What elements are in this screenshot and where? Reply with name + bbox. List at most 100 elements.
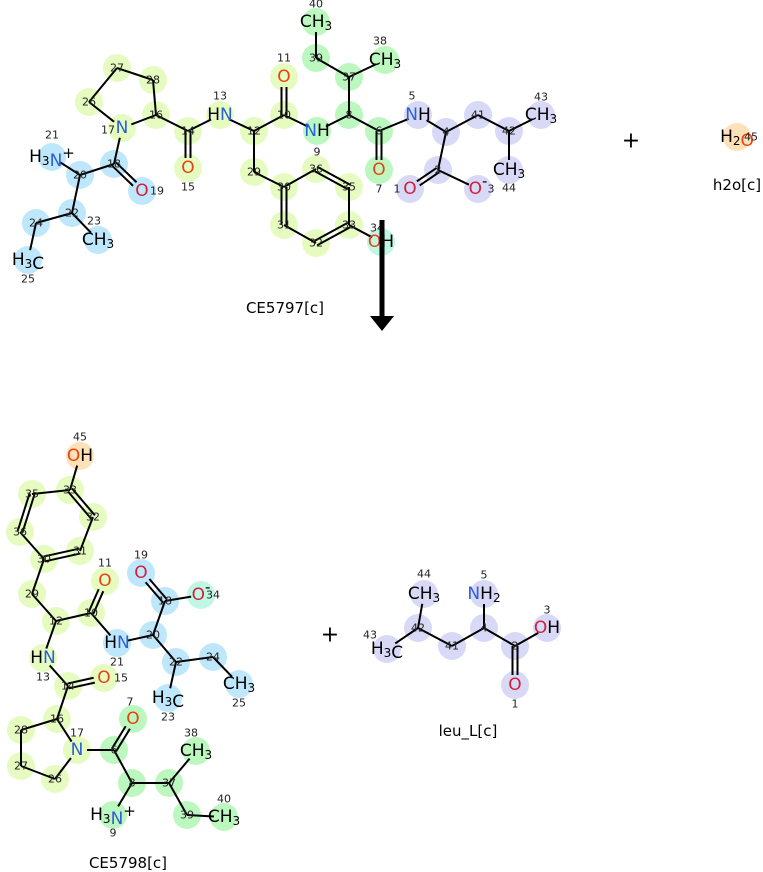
atom-number: 27 (110, 62, 124, 75)
double-bond (144, 578, 168, 604)
atom-label: O (277, 67, 290, 87)
atom-number: 40 (309, 0, 323, 11)
atom-number: 6 (376, 125, 383, 138)
double-bond (16, 492, 36, 534)
single-bond (348, 114, 380, 132)
atom-number: 36 (309, 163, 323, 176)
atom-number: 26 (48, 773, 62, 786)
single-bond (514, 632, 539, 647)
double-bond (511, 646, 519, 675)
double-bond (87, 588, 105, 615)
atom-highlight (63, 736, 91, 764)
single-bond (508, 118, 533, 132)
atom-number: 28 (146, 74, 160, 87)
single-bond (483, 627, 516, 647)
atom-number: 44 (502, 182, 516, 195)
atom-highlight (527, 101, 555, 129)
atom-number: 17 (70, 727, 84, 740)
atom-number: 34 (206, 589, 220, 602)
atom-label: HN (30, 648, 56, 668)
atom-number: 31 (73, 545, 87, 558)
atom-highlight (128, 177, 156, 205)
atom-number: 3 (488, 183, 495, 196)
atom-number: 9 (110, 827, 117, 840)
single-bond (348, 63, 377, 78)
atom-number: 29 (25, 588, 39, 601)
atom-number: 4 (443, 126, 450, 139)
single-bond (31, 593, 57, 622)
atom-number: 35 (25, 488, 39, 501)
atom-number: 33 (342, 219, 356, 232)
single-bond (79, 163, 115, 176)
atom-highlight (533, 614, 561, 642)
atom-label: O (126, 709, 139, 729)
atom-label: H3C (152, 688, 184, 712)
single-bond (88, 101, 115, 123)
single-bond (175, 656, 214, 663)
atom-number: 39 (180, 809, 194, 822)
double-bond (184, 131, 192, 158)
atom-highlight (270, 63, 298, 91)
atom-label: O (98, 571, 111, 591)
single-bond (126, 634, 154, 642)
single-bond (283, 114, 309, 128)
single-bond (253, 171, 285, 188)
atom-highlight (103, 629, 131, 657)
atom-label: OH (534, 618, 560, 638)
atom-number: 24 (206, 651, 220, 664)
atom-number: 21 (110, 656, 124, 669)
atom-number: 33 (63, 484, 77, 497)
single-bond (79, 516, 94, 552)
single-bond (20, 765, 56, 780)
atom-number: 11 (277, 52, 291, 65)
atom-label: CH3 (82, 230, 114, 251)
atom-number: 36 (13, 526, 27, 539)
atom-label: H3N+ (90, 802, 136, 829)
atom-highlight (303, 117, 331, 145)
atom-number: 13 (213, 90, 227, 103)
single-bond (152, 600, 166, 636)
atom-number: 7 (127, 696, 134, 709)
atom-number: 16 (50, 713, 64, 726)
atom-highlight (371, 46, 399, 74)
atom-number: 19 (150, 185, 164, 198)
atom-label: NH2 (467, 584, 500, 605)
single-bond (168, 757, 191, 784)
single-bond (283, 168, 317, 188)
atom-number: 2 (435, 164, 442, 177)
double-bond (314, 165, 351, 191)
atom-number: 23 (161, 711, 175, 724)
atom-number: 10 (84, 607, 98, 620)
atom-highlight (91, 567, 119, 595)
atom-number: 26 (82, 96, 96, 109)
atom-label: NH (405, 105, 431, 125)
molecule-name-h2o: h2o[c] (713, 176, 761, 194)
atom-number: 7 (376, 183, 383, 196)
atom-label: O (508, 675, 521, 695)
atom-label: HN (207, 105, 233, 125)
atom-highlight (119, 705, 147, 733)
atom-number: 43 (534, 91, 548, 104)
atom-highlight (182, 737, 210, 765)
atom-highlight (470, 580, 498, 608)
atom-highlight (174, 154, 202, 182)
single-bond (348, 224, 373, 239)
single-bond (56, 718, 73, 743)
atom-number: 18 (158, 595, 172, 608)
atom-number: 1 (512, 698, 519, 711)
single-bond (325, 114, 350, 128)
single-bond (187, 118, 212, 132)
atom-highlight (464, 175, 492, 203)
single-bond (71, 212, 92, 234)
atom-label: OH (67, 446, 93, 466)
atom-number: 27 (14, 760, 28, 773)
atom-number: 10 (277, 109, 291, 122)
atom-number: 25 (232, 697, 246, 710)
atom-label: NH (304, 121, 330, 141)
atom-label: O- (192, 578, 211, 605)
single-bond (35, 212, 73, 224)
atom-number: 14 (61, 680, 75, 693)
atom-highlight (723, 123, 751, 151)
single-bond (113, 749, 133, 784)
atom-highlight (127, 559, 155, 587)
